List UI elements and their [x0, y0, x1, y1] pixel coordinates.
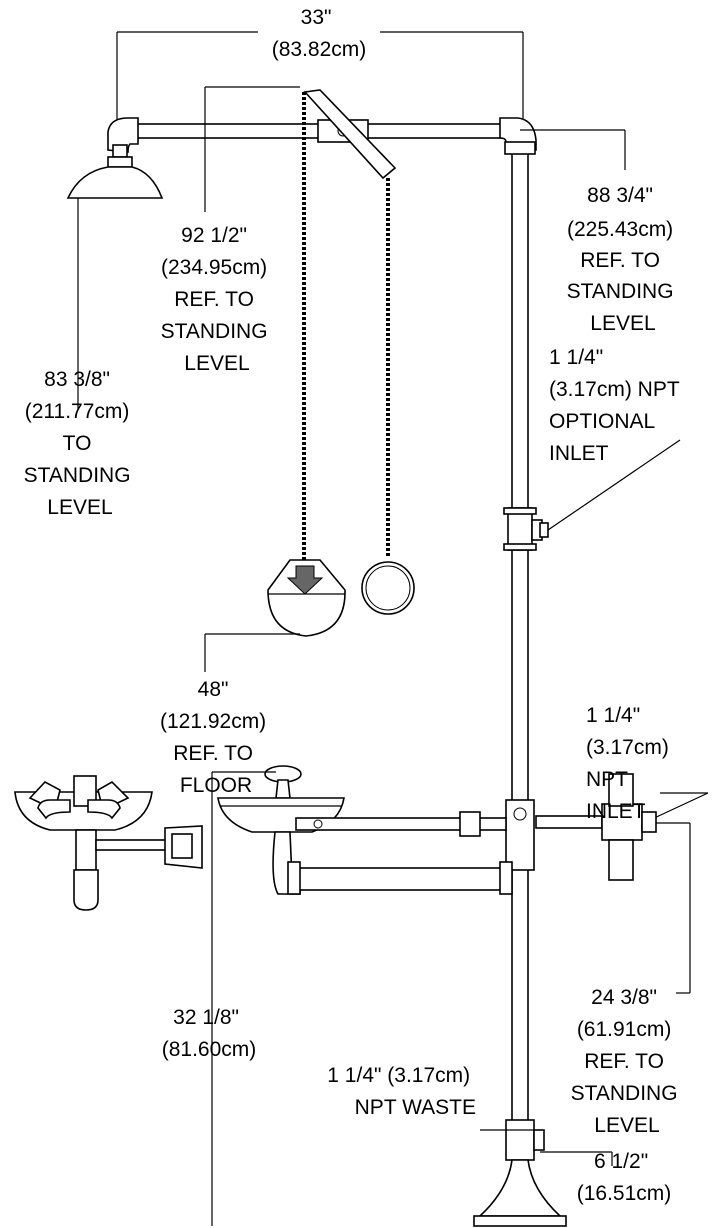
shower-height-line-2: (211.77cm) — [25, 400, 130, 423]
width-dimension — [116, 31, 524, 125]
waste-label: 1 1/4" (3.17cm) NPT WASTE — [327, 1064, 476, 1119]
optional-inlet-line-4: INLET — [549, 442, 609, 465]
right-leaders — [480, 129, 709, 1166]
npt-inlet-line-3: NPT — [586, 768, 628, 791]
eyewash-side-view — [14, 775, 203, 911]
pipe-top-line-1: 88 3/4" — [587, 184, 653, 207]
pipe-top-line-5: LEVEL — [590, 312, 655, 335]
inlet-height-line-4: STANDING — [571, 1082, 678, 1105]
inlet-height-line-5: LEVEL — [594, 1114, 659, 1137]
width-label: 33" (83.82cm) — [272, 6, 367, 61]
bowl-height-line-2: (81.60cm) — [162, 1038, 257, 1061]
pull-handle-line-4: FLOOR — [180, 774, 252, 797]
head-height-line-3: REF. TO — [174, 288, 254, 311]
labels: 33" (83.82cm) 92 1/2" (234.95cm) REF. TO… — [24, 6, 685, 1205]
optional-inlet-label: 1 1/4" (3.17cm) NPT OPTIONAL INLET — [549, 346, 685, 465]
pipe-top-line-4: STANDING — [567, 280, 674, 303]
pull-rod — [303, 89, 397, 180]
optional-inlet-line-1: 1 1/4" — [549, 346, 603, 369]
npt-inlet-line-2: (3.17cm) — [586, 736, 669, 759]
head-height-line-4: STANDING — [161, 320, 268, 343]
head-height-dim-line — [204, 86, 300, 212]
npt-inlet-line-1: 1 1/4" — [586, 704, 640, 727]
shower-height-line-3: TO — [63, 432, 92, 455]
pipe-top-height-label: 88 3/4" (225.43cm) REF. TO STANDING LEVE… — [567, 184, 680, 335]
pipe-top-line-2: (225.43cm) — [567, 218, 673, 241]
pull-handle-line-3: REF. TO — [173, 742, 253, 765]
waste-height-line-1: 6 1/2" — [594, 1150, 648, 1173]
inlet-height-line-3: REF. TO — [584, 1050, 664, 1073]
waste-height-line-2: (16.51cm) — [577, 1182, 672, 1205]
shower-height-label: 83 3/8" (211.77cm) TO STANDING LEVEL — [24, 368, 137, 519]
bowl-height-line-1: 32 1/8" — [173, 1006, 239, 1029]
width-line-1: 33" — [301, 6, 332, 29]
pull-handle-height-label: 48" (121.92cm) REF. TO FLOOR — [160, 678, 272, 797]
inlet-height-line-1: 24 3/8" — [591, 986, 657, 1009]
eyewash-bowl — [211, 765, 513, 1226]
pull-handle-line-1: 48" — [198, 678, 229, 701]
head-height-line-2: (234.95cm) — [161, 256, 267, 279]
pipe-top-line-3: REF. TO — [580, 249, 660, 272]
bowl-height-label: 32 1/8" (81.60cm) — [162, 1006, 257, 1061]
shower-height-line-1: 83 3/8" — [44, 368, 110, 391]
npt-inlet-line-4: INLET — [586, 800, 646, 823]
head-height-line-1: 92 1/2" — [181, 224, 247, 247]
waste-line-1: 1 1/4" (3.17cm) — [327, 1064, 470, 1087]
width-line-2: (83.82cm) — [272, 38, 367, 61]
main-pipe — [473, 141, 567, 1227]
top-pipe — [107, 117, 537, 153]
shower-height-line-4: STANDING — [24, 464, 131, 487]
inlet-valve — [535, 773, 657, 881]
pull-ring — [361, 561, 415, 615]
optional-inlet-line-2: (3.17cm) NPT — [549, 378, 680, 401]
inlet-height-label: 24 3/8" (61.91cm) REF. TO STANDING LEVEL — [571, 986, 684, 1137]
npt-inlet-label: 1 1/4" (3.17cm) NPT INLET — [586, 704, 675, 823]
head-height-line-5: LEVEL — [184, 352, 249, 375]
shower-head — [66, 144, 164, 410]
waste-line-2: NPT WASTE — [355, 1096, 476, 1119]
optional-inlet-line-3: OPTIONAL — [549, 410, 655, 433]
pull-handle — [204, 559, 346, 672]
head-height-label: 92 1/2" (234.95cm) REF. TO STANDING LEVE… — [161, 224, 274, 375]
waste-height-label: 6 1/2" (16.51cm) — [577, 1150, 672, 1205]
shower-height-line-5: LEVEL — [47, 496, 112, 519]
chains — [302, 92, 390, 568]
pull-handle-line-2: (121.92cm) — [160, 710, 266, 733]
inlet-height-line-2: (61.91cm) — [577, 1018, 672, 1041]
